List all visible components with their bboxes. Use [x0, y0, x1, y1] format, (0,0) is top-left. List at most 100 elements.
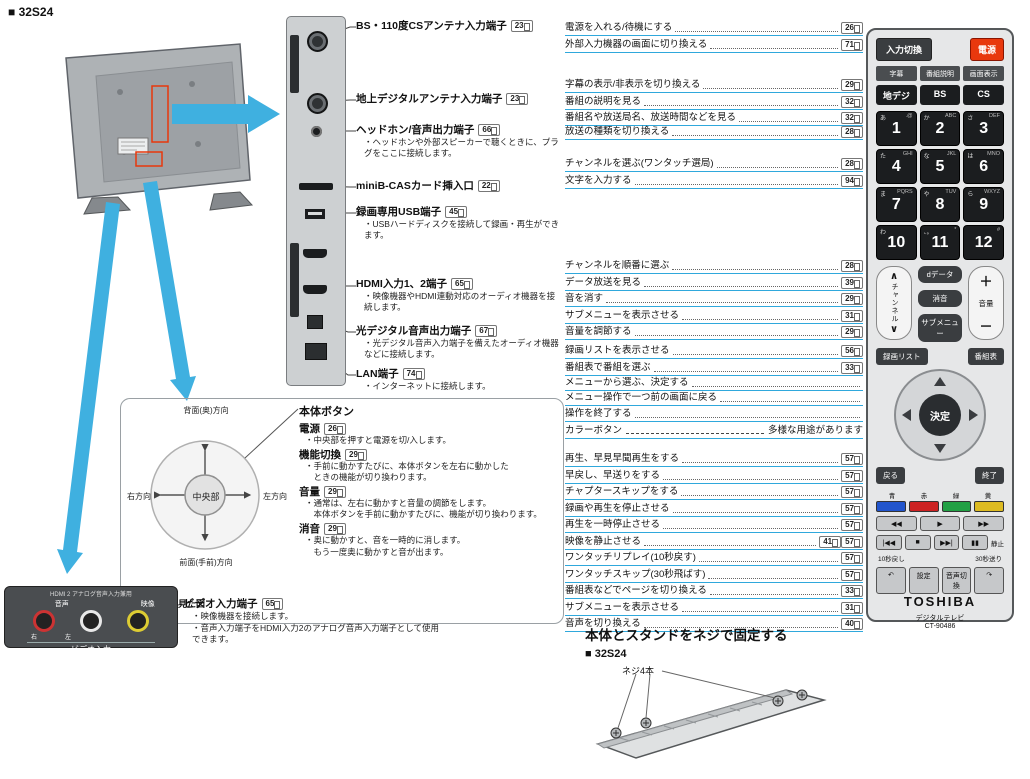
dotted-leader — [709, 594, 839, 595]
function-row: 録画リストを表示させる 56 — [565, 345, 863, 359]
transport-button: |◀◀ — [876, 535, 902, 550]
dotted-leader — [672, 511, 839, 513]
callout-arrows — [57, 95, 280, 574]
direction-label-front: 前面(手前)方向 — [179, 558, 233, 567]
dotted-leader — [634, 416, 860, 418]
number-key: は 6 MNO — [963, 149, 1004, 184]
page-badge: 32 — [841, 95, 863, 108]
function-row: メニュー操作で一つ前の画面に戻る — [565, 392, 863, 407]
key-kana-label: わ — [880, 230, 887, 236]
color-button — [876, 501, 906, 512]
function-text: 番組表で番組を選ぶ — [565, 361, 651, 373]
panel-label-band — [290, 35, 299, 93]
minibcas-slot-icon — [299, 183, 333, 190]
right-channel-label: 右 — [31, 635, 38, 641]
page-badge: 66 — [478, 124, 501, 137]
program-guide-button: 番組表 — [967, 348, 1004, 365]
page-badge: 39 — [841, 276, 863, 289]
page-badge: 29 — [324, 486, 346, 499]
port-name: ヘッドホン/音声出力端子 — [356, 124, 475, 136]
function-text: 再生を一時停止させる — [565, 519, 661, 531]
color-button-label: 赤 — [920, 493, 928, 500]
dotted-leader — [710, 47, 839, 49]
key-digit: 10 — [887, 233, 906, 251]
function-text: 早戻し、早送りをする — [565, 469, 661, 481]
function-text: 外部入力機器の画面に切り換える — [565, 38, 708, 50]
remote-function-group: 再生、早見早聞再生をする 57 早戻し、早送りをする 57 チャプタースキップをする 57… — [565, 453, 863, 635]
arrow-to-video-input-icon — [57, 202, 120, 574]
page-badge: 57 — [841, 502, 863, 515]
function-text: 字幕の表示/非表示を切り換える — [565, 79, 701, 91]
left-channel-label: 左 — [65, 635, 72, 641]
direction-label-left: 左方向 — [263, 492, 287, 501]
remote-button: 字幕 — [876, 66, 917, 81]
still-label: 静止 — [991, 540, 1004, 548]
function-text: 番組名や放送局名、放送時間などを見る — [565, 112, 737, 124]
body-button-name: 機能切換 — [299, 449, 341, 462]
function-text: サブメニューを表示させる — [565, 309, 680, 321]
port-name: 光デジタル音声出力端子 — [356, 325, 472, 337]
dotted-leader — [672, 269, 839, 270]
key-kana-label: ま — [880, 192, 887, 198]
dotted-leader — [663, 528, 839, 529]
page-badge: 57 — [841, 568, 863, 581]
dotted-leader — [698, 561, 839, 562]
page-badge: 23 — [506, 93, 529, 106]
function-row: ワンタッチリプレイ(10秒戻す)57 — [565, 552, 863, 566]
page-badge: 74 — [402, 368, 425, 381]
port-note: ・光デジタル音声入力端子を備えたオーディオ機器などに接続します。 — [364, 338, 559, 360]
function-text: 再生、早見早聞再生をする — [565, 453, 680, 465]
info-buttons-row: 字幕番組説明画面表示 — [876, 66, 1005, 81]
key-kana-label: や — [923, 192, 930, 198]
page-badge: 65 — [261, 598, 284, 611]
number-key: ら 9 WXYZ — [963, 187, 1004, 222]
port-name: ビデオ入力端子 — [184, 598, 258, 610]
page-badge: 45 — [445, 206, 468, 219]
key-kana-label: た — [880, 154, 887, 160]
function-row: 早戻し、早送りをする 57 — [565, 469, 863, 484]
page-badge: 56 — [841, 345, 863, 357]
stand-illustration — [595, 670, 827, 759]
function-text: サブメニューを表示させる — [565, 601, 680, 613]
page-badge: 29 — [345, 449, 367, 462]
color-button — [908, 501, 939, 512]
stand-fix-model: ■ 32S24 — [585, 648, 627, 660]
number-key: わ 10 — [876, 225, 917, 260]
page-badge: 28 — [841, 158, 863, 170]
transport-button: ▶▶ — [963, 516, 1005, 531]
page-badge: 57 — [841, 486, 863, 498]
hdmi2-shared-label: HDMI 2 アナログ音声入力兼用 — [50, 592, 132, 598]
key-digit: 11 — [931, 233, 949, 251]
remote-function-group: 録画リストを表示させる 56 番組表で番組を選ぶ 33 メニューから選ぶ、決定するメニュ… — [565, 345, 863, 424]
broadcast-button: 地デジ — [876, 85, 917, 105]
port-note: ・USBハードディスクを接続して録画・再生ができます。 — [364, 219, 560, 241]
function-text: メニューから選ぶ、決定する — [565, 377, 689, 388]
page-badge: 33 — [841, 361, 863, 374]
dotted-leader — [675, 31, 839, 32]
function-text: 録画リストを表示させる — [565, 345, 670, 357]
number-key: さ 3 DEF — [963, 111, 1004, 146]
skip-30s-label: 30秒送り — [975, 556, 1002, 563]
dotted-leader — [634, 335, 839, 336]
key-kana-label: か — [923, 116, 930, 122]
page-badge: 57 — [841, 469, 863, 482]
page-badge: 29 — [841, 293, 863, 305]
bs-cs-antenna-jack-icon — [307, 31, 328, 52]
key-digit: 5 — [935, 157, 945, 175]
page-badge: 57 — [841, 519, 863, 531]
channel-rocker-label: チャンネル — [891, 283, 898, 323]
key-digit: 9 — [979, 195, 989, 213]
page-badge: 33 — [841, 585, 863, 597]
dotted-leader — [682, 318, 839, 320]
rec-list-button: 録画リスト — [876, 348, 928, 365]
page-badge: 57 — [841, 552, 863, 564]
function-text: チャプタースキップをする — [565, 486, 679, 498]
color-button — [974, 501, 1004, 512]
transport-row-1: ◀◀▶▶▶ — [876, 516, 1005, 531]
dotted-leader — [716, 167, 839, 168]
